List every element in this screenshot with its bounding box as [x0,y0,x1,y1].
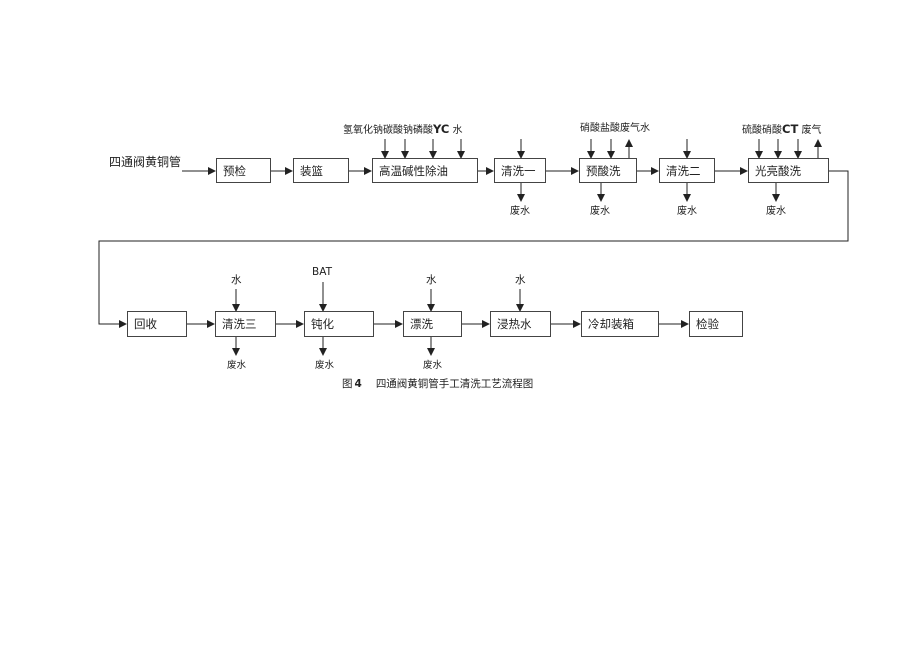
step-zhuanglan: 装篮 [293,158,349,183]
step-label: 漂洗 [410,317,433,331]
step-dunhua: 钝化 [304,311,374,337]
step-label: 冷却装箱 [588,317,634,331]
step-lengque-zhuangxiang: 冷却装箱 [581,311,659,337]
step-label: 回收 [134,317,157,331]
input-water-text: 水 [452,125,463,136]
step-jin-reshui: 浸热水 [490,311,551,337]
return-path [98,170,849,328]
step-label: 清洗三 [222,317,257,331]
input-label-guangliang: 硫酸硝酸CT 废气 [742,122,822,136]
output-label-qingxi2: 废水 [677,206,697,217]
step-label: 清洗一 [501,163,536,178]
input-label-piaoxi: 水 [426,274,437,286]
step-label: 浸热水 [497,317,532,331]
step-yusuanxi: 预酸洗 [579,158,637,183]
input-chemicals-text: 硫酸硝酸 [742,125,782,136]
step-gaowen-jianxing-chuyou: 高温碱性除油 [372,158,478,183]
step-qingxi-er: 清洗二 [659,158,715,183]
step-jianyan: 检验 [689,311,743,337]
step-qingxi-san: 清洗三 [215,311,276,337]
step-label: 装篮 [300,163,323,178]
exhaust-text: 废气 [801,125,822,136]
start-material-label: 四通阀黄铜管 [109,155,182,169]
input-label-yusuanxi: 硝酸盐酸废气水 [580,123,650,134]
step-label: 钝化 [311,317,334,331]
step-label: 光亮酸洗 [755,163,801,178]
output-label-qingxi3: 废水 [227,360,247,371]
step-qingxi-yi: 清洗一 [494,158,546,183]
caption-prefix: 图 [342,378,353,390]
input-label-gaowen: 氢氧化钠碳酸钠磷酸YC 水 [343,122,463,136]
input-label-jinreshui: 水 [515,274,526,286]
step-label: 预酸洗 [586,163,621,178]
step-label: 预检 [223,163,246,178]
output-label-dunhua: 废水 [315,360,335,371]
input-chemicals-text: 氢氧化钠碳酸钠磷酸 [343,125,433,136]
input-code-yc: YC [433,122,450,136]
step-huishou: 回收 [127,311,187,337]
output-label-guangliang: 废水 [766,206,786,217]
caption-number: 4 [354,378,362,390]
step-label: 清洗二 [666,163,701,178]
input-label-qingxi3: 水 [231,274,242,286]
step-label: 高温碱性除油 [379,163,448,178]
step-yujian: 预检 [216,158,271,183]
output-label-qingxi1: 废水 [510,206,530,217]
step-guangliang-suanxi: 光亮酸洗 [748,158,829,183]
caption-title: 四通阀黄铜管手工清洗工艺流程图 [375,378,534,390]
step-piaoxi: 漂洗 [403,311,462,337]
step-label: 检验 [696,317,719,331]
output-label-piaoxi: 废水 [423,360,443,371]
output-label-yusuanxi: 废水 [590,206,610,217]
input-code-ct: CT [782,122,799,136]
input-label-dunhua: BAT [312,266,332,278]
